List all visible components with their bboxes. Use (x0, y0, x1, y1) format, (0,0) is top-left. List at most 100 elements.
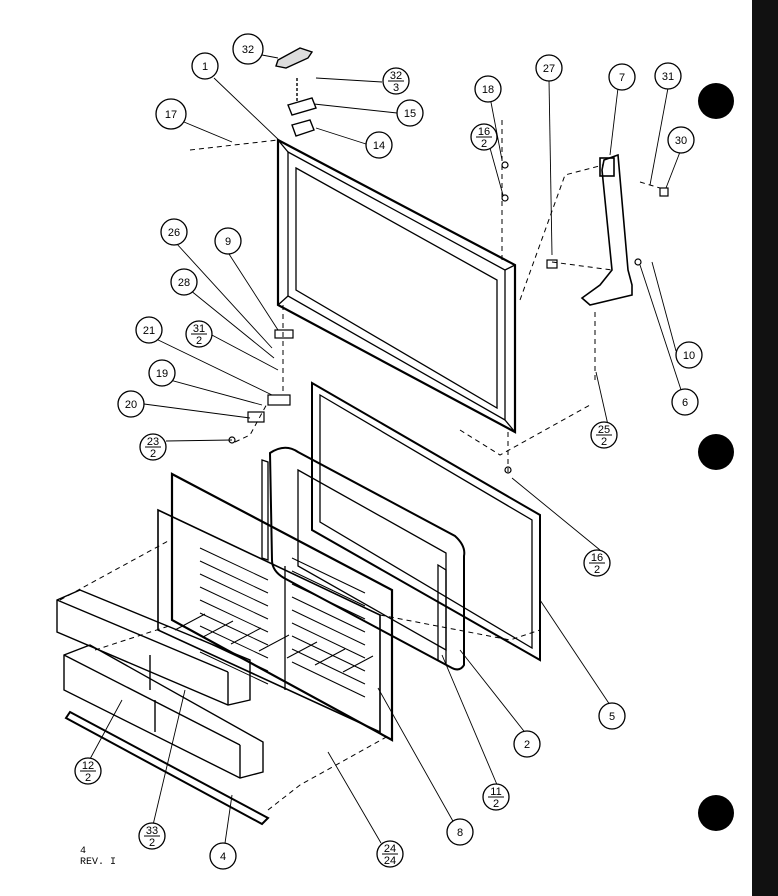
bottom-trim (64, 710, 270, 826)
callout-numerator: 11 (490, 786, 501, 798)
callout-21: 21 (135, 316, 163, 344)
callout-label: 1 (202, 61, 208, 73)
callout-1: 1 (191, 52, 219, 80)
callout-label: 32 (242, 44, 254, 56)
callout-20: 20 (117, 390, 145, 418)
callout-10: 10 (675, 341, 703, 369)
callout-14: 14 (365, 131, 393, 159)
callout-label: 10 (683, 350, 695, 362)
callout-label: 7 (619, 72, 625, 84)
callout-circle (209, 842, 237, 870)
callout-circle (667, 126, 695, 154)
callout-numerator: 23 (147, 436, 159, 448)
callout-label: 4 (220, 851, 226, 863)
door-gasket (311, 381, 541, 662)
callout-circle (654, 62, 682, 90)
callout-28: 28 (170, 268, 198, 296)
callout-16-2-top: 162 (470, 123, 498, 151)
callout-26: 26 (160, 218, 188, 246)
callout-circle (148, 359, 176, 387)
door-liner (268, 446, 466, 671)
callout-label: 20 (125, 399, 137, 411)
callout-27: 27 (535, 54, 563, 82)
binder-hole (698, 83, 734, 119)
callout-denominator: 2 (481, 138, 487, 150)
callout-32-top: 32 (232, 33, 264, 65)
callout-31: 31 (654, 62, 682, 90)
callout-circle (513, 730, 541, 758)
callout-2: 2 (513, 730, 541, 758)
callout-denominator: 2 (601, 436, 607, 448)
callout-circle (474, 75, 502, 103)
callout-label: 26 (168, 227, 180, 239)
callout-denominator: 2 (594, 564, 600, 576)
callout-31-2: 312 (185, 320, 213, 348)
callout-6-right: 6 (671, 388, 699, 416)
callout-numerator: 12 (82, 760, 94, 772)
leader-lines (89, 54, 686, 851)
callout-label: 28 (178, 277, 190, 289)
callout-7: 7 (608, 63, 636, 91)
callout-label: 2 (524, 739, 530, 751)
callout-circle (117, 390, 145, 418)
hinge-bracket (580, 153, 633, 306)
callout-numerator: 31 (193, 323, 205, 335)
callout-12-2: 122 (74, 757, 102, 785)
callout-denominator: 2 (150, 448, 156, 460)
callout-4: 4 (209, 842, 237, 870)
binder-hole (698, 795, 734, 831)
callout-5: 5 (598, 702, 626, 730)
callout-19: 19 (148, 359, 176, 387)
callout-15: 15 (396, 99, 424, 127)
callout-32-3: 323 (382, 67, 410, 95)
callout-label: 30 (675, 135, 687, 147)
callout-label: 21 (143, 325, 155, 337)
callout-label: 17 (165, 109, 177, 121)
callout-circle (671, 388, 699, 416)
callout-circle (170, 268, 198, 296)
callout-16-2-bottom: 162 (583, 549, 611, 577)
callout-circle (214, 227, 242, 255)
top-hinge-parts (275, 47, 317, 137)
callout-numerator: 33 (146, 825, 158, 837)
callout-label: 27 (543, 63, 555, 75)
callout-numerator: 32 (390, 70, 402, 82)
callout-circle (135, 316, 163, 344)
callout-circle (232, 33, 264, 65)
callout-denominator: 2 (196, 335, 202, 347)
callout-33-2: 332 (138, 822, 166, 850)
door-shelves (56, 589, 264, 779)
callout-label: 9 (225, 236, 231, 248)
callout-numerator: 25 (598, 424, 610, 436)
callout-numerator: 16 (478, 126, 490, 138)
callout-label: 18 (482, 84, 494, 96)
callout-label: 19 (156, 368, 168, 380)
callout-label: 6 (682, 397, 688, 409)
revision-note: 4 REV. I (80, 846, 116, 868)
callout-label: 5 (609, 711, 615, 723)
callout-23-2: 232 (139, 433, 167, 461)
binder-hole (698, 434, 734, 470)
callout-25-2: 252 (590, 421, 618, 449)
callout-denominator: 2 (149, 837, 155, 849)
revision-label: REV. I (80, 857, 117, 868)
callout-label: 14 (373, 140, 385, 152)
callout-circle (675, 341, 703, 369)
callout-circle (535, 54, 563, 82)
inner-door-panel (157, 472, 394, 742)
callout-11-2: 112 (482, 783, 510, 811)
callout-circle (608, 63, 636, 91)
callout-circle (365, 131, 393, 159)
callout-label: 15 (404, 108, 416, 120)
callout-circle (160, 218, 188, 246)
callout-denominator: 24 (384, 855, 396, 867)
assembly-lines (59, 120, 661, 811)
callout-circle (155, 98, 187, 130)
callout-label: 31 (662, 71, 674, 83)
callout-9: 9 (214, 227, 242, 255)
callout-30: 30 (667, 126, 695, 154)
door-frame (276, 138, 517, 434)
